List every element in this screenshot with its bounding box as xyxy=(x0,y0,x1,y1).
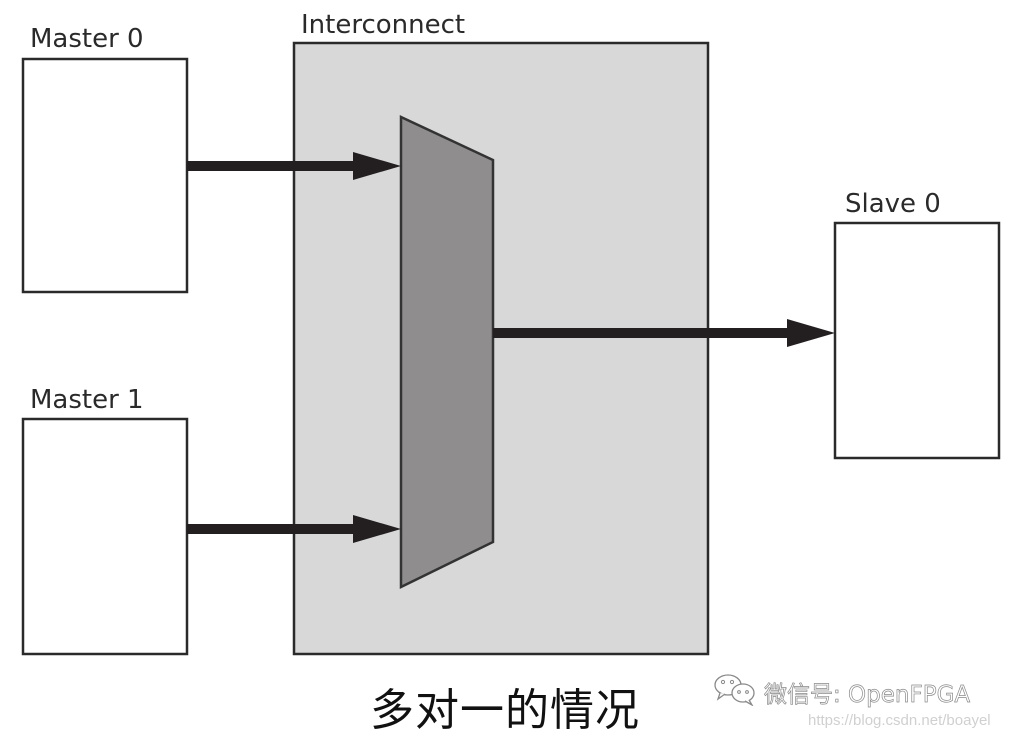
watermark: 微信号: OpenFPGA xyxy=(712,672,971,712)
slave-0-box xyxy=(833,221,1001,460)
arrow-mux-to-slave-0 xyxy=(493,319,835,347)
master-1-label: Master 1 xyxy=(30,385,144,415)
watermark-url: https://blog.csdn.net/boayel xyxy=(808,712,991,729)
master-1-box xyxy=(21,417,189,656)
multiplexer xyxy=(399,115,495,590)
interconnect-block xyxy=(292,41,710,656)
arrow-master-0-to-mux xyxy=(187,152,401,180)
wechat-icon xyxy=(712,672,758,712)
caption: 多对一的情况 xyxy=(370,685,640,736)
arrow-master-1-to-mux xyxy=(187,515,401,543)
master-0-label: Master 0 xyxy=(30,24,144,54)
master-0-box xyxy=(21,57,189,294)
watermark-text: 微信号: OpenFPGA xyxy=(764,682,971,709)
interconnect-label: Interconnect xyxy=(301,10,465,40)
slave-0-label: Slave 0 xyxy=(845,189,941,219)
